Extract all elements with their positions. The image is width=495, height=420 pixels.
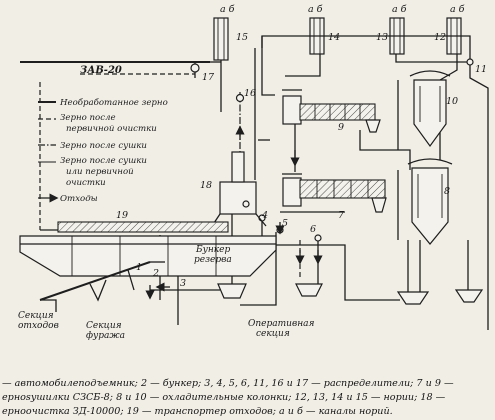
label-16: 16 bbox=[244, 88, 256, 99]
label-2: 2 bbox=[152, 268, 159, 279]
label-ab-14: а б bbox=[308, 4, 323, 15]
caption-line-2: ернosушилки СЗСБ-8; 8 и 10 — охладительн… bbox=[2, 392, 446, 403]
grain-processing-flow-diagram: Необработанное зерно Зерно после первичн… bbox=[18, 4, 489, 341]
distributor-6 bbox=[314, 234, 322, 242]
label-4: 4 bbox=[261, 210, 268, 221]
label-ab-13: а б bbox=[392, 4, 407, 15]
grain-cleaner-18 bbox=[211, 151, 267, 227]
label-15: 15 bbox=[236, 32, 248, 43]
label-10: 10 bbox=[446, 96, 458, 107]
figure-caption: — автомобилеподъемник; 2 — бункер; 3, 4,… bbox=[2, 377, 492, 419]
caption-line-3: ерноочистка ЗД-10000; 19 — транспортер о… bbox=[2, 406, 393, 417]
label-6: 6 bbox=[310, 224, 316, 235]
label-5: 5 bbox=[282, 218, 288, 229]
legend-after-cleaning-1: Зерно после bbox=[60, 113, 116, 123]
label-bunker-1: Бункер bbox=[195, 245, 230, 255]
diagram-labels: ЗАВ-20 а б а б а б а б 15 14 13 12 11 10… bbox=[18, 4, 487, 341]
label-12: 12 bbox=[434, 32, 446, 43]
label-waste-section-1: Секция bbox=[18, 311, 54, 321]
label-18: 18 bbox=[200, 180, 212, 191]
dryer-9 bbox=[282, 89, 381, 133]
legend-drying-or-cleaning-1: Зерно после сушки bbox=[60, 156, 147, 166]
legend-after-cleaning-2: первичной очистки bbox=[66, 124, 157, 134]
label-1: 1 bbox=[136, 262, 142, 273]
label-13: 13 bbox=[376, 32, 388, 43]
cooling-column-10 bbox=[409, 70, 451, 148]
label-operative-section-1: Оперативная bbox=[248, 319, 314, 329]
label-bunker-2: резерва bbox=[194, 255, 232, 265]
label-zav-20: ЗАВ-20 bbox=[80, 65, 122, 76]
noria-15 bbox=[213, 17, 229, 112]
truck-lift-1 bbox=[39, 261, 165, 312]
label-11: 11 bbox=[475, 64, 487, 75]
label-forage-section-1: Секция bbox=[86, 321, 122, 331]
legend-after-drying: Зерно после сушки bbox=[60, 141, 147, 151]
label-operative-section-2: секция bbox=[256, 329, 290, 339]
waste-conveyor-19 bbox=[40, 221, 229, 233]
hoppers-operative bbox=[217, 283, 484, 305]
cooling-column-8 bbox=[407, 158, 453, 245]
distributor-17 bbox=[190, 63, 200, 73]
label-waste-section-2: отходов bbox=[18, 321, 59, 331]
legend-drying-or-cleaning-3: очистки bbox=[66, 178, 106, 188]
legend-raw-grain: Необработанное зерно bbox=[59, 97, 168, 108]
label-ab-12: а б bbox=[450, 4, 465, 15]
label-9: 9 bbox=[338, 122, 344, 133]
label-7: 7 bbox=[338, 210, 345, 221]
distributor-16 bbox=[235, 93, 245, 103]
label-ab-15: а б bbox=[220, 4, 235, 15]
label-17: 17 bbox=[202, 72, 215, 83]
label-forage-section-2: фуража bbox=[86, 331, 125, 341]
label-14: 14 bbox=[328, 32, 340, 43]
label-3: 3 bbox=[180, 278, 186, 289]
label-8: 8 bbox=[444, 186, 450, 197]
caption-line-1: — автомобилеподъемник; 2 — бункер; 3, 4,… bbox=[2, 378, 454, 389]
legend-waste: Отходы bbox=[60, 194, 98, 204]
bunker-block bbox=[19, 235, 277, 277]
dryer-7 bbox=[282, 173, 387, 213]
legend-drying-or-cleaning-2: или первичной bbox=[66, 167, 134, 177]
distributor-11 bbox=[466, 58, 474, 66]
legend: Необработанное зерно Зерно после первичн… bbox=[38, 97, 168, 204]
label-19: 19 bbox=[116, 210, 128, 221]
flow-arrows bbox=[145, 125, 323, 300]
